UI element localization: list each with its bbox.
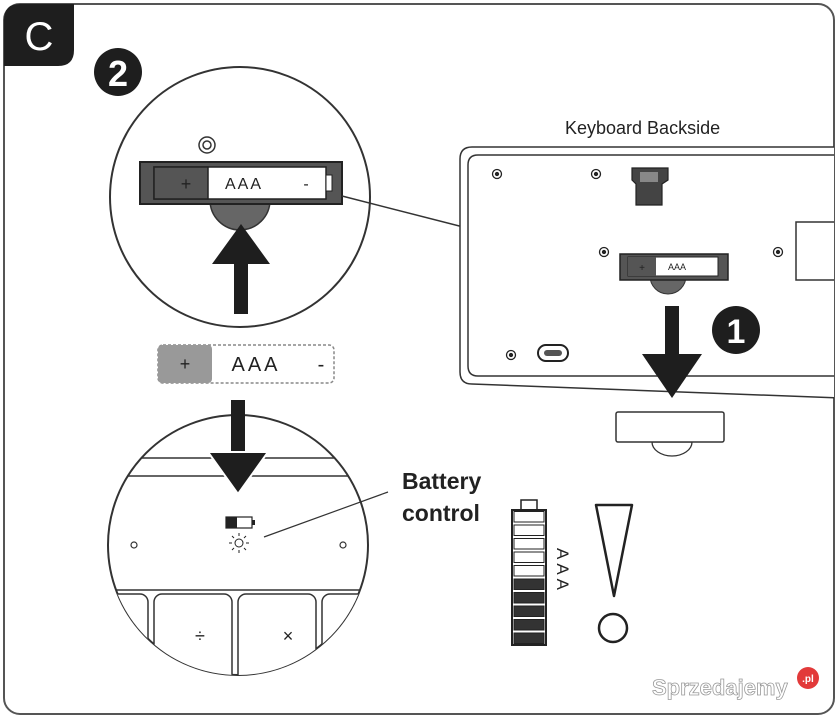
gauge-segment <box>513 565 545 577</box>
battery-control-pointer <box>263 491 389 538</box>
down-arrow-right-shaft <box>665 306 679 356</box>
battery-cover <box>615 411 725 443</box>
watermark-badge <box>797 667 819 689</box>
gauge-cap <box>520 499 538 511</box>
battery-control-label-1: Battery <box>402 468 481 494</box>
step-two-number: 2 <box>108 53 128 94</box>
battery-loose-type: AAA <box>231 354 280 376</box>
backside-screws <box>491 168 784 361</box>
gauge-segment <box>513 524 545 536</box>
keyboard-foot-icon <box>631 167 669 206</box>
gauge-segment <box>513 632 545 644</box>
battery-large-minus: - <box>303 176 308 193</box>
gauge-segment <box>513 592 545 604</box>
step-two-badge <box>94 48 142 96</box>
gauge-segment <box>513 538 545 550</box>
battery-small-type: AAA <box>668 262 686 272</box>
down-arrow-left-shaft <box>231 400 245 454</box>
battery-level-gauge <box>511 499 547 646</box>
gauge-segment <box>513 511 545 523</box>
keyboard-side-slot <box>795 221 834 281</box>
battery-large-type: AAA <box>225 176 263 193</box>
gauge-type-label: AAA <box>553 548 572 594</box>
insert-arrow-shaft <box>234 262 248 314</box>
gauge-segment <box>513 619 545 631</box>
battery-small-plus: + <box>639 263 645 274</box>
warning-icon <box>594 503 634 644</box>
watermark-suffix: .pl <box>802 674 814 685</box>
watermark-text: Sprzedajemy <box>652 675 788 700</box>
led-light-icon <box>229 533 249 553</box>
section-tab <box>4 4 74 66</box>
backside-title: Keyboard Backside <box>565 118 720 138</box>
battery-indicator-icon <box>225 516 255 529</box>
gauge-segment <box>513 551 545 563</box>
down-arrow-right-head <box>642 354 702 398</box>
gauge-segment <box>513 605 545 617</box>
gauge-segment <box>513 578 545 590</box>
section-letter: C <box>25 15 54 59</box>
key-divide-label: ÷ <box>195 626 205 646</box>
battery-loose-minus: - <box>318 354 325 376</box>
keyboard-body-inner <box>467 154 834 377</box>
battery-loose-plus: + <box>180 354 191 374</box>
step-one-number: 1 <box>727 313 746 351</box>
key-multiply-label: × <box>283 626 294 646</box>
battery-large-plus: + <box>181 174 192 194</box>
step-one-badge <box>712 306 760 354</box>
down-arrow-left-head <box>206 451 270 496</box>
battery-control-label-2: control <box>402 500 480 526</box>
insert-arrow-head <box>212 224 270 264</box>
